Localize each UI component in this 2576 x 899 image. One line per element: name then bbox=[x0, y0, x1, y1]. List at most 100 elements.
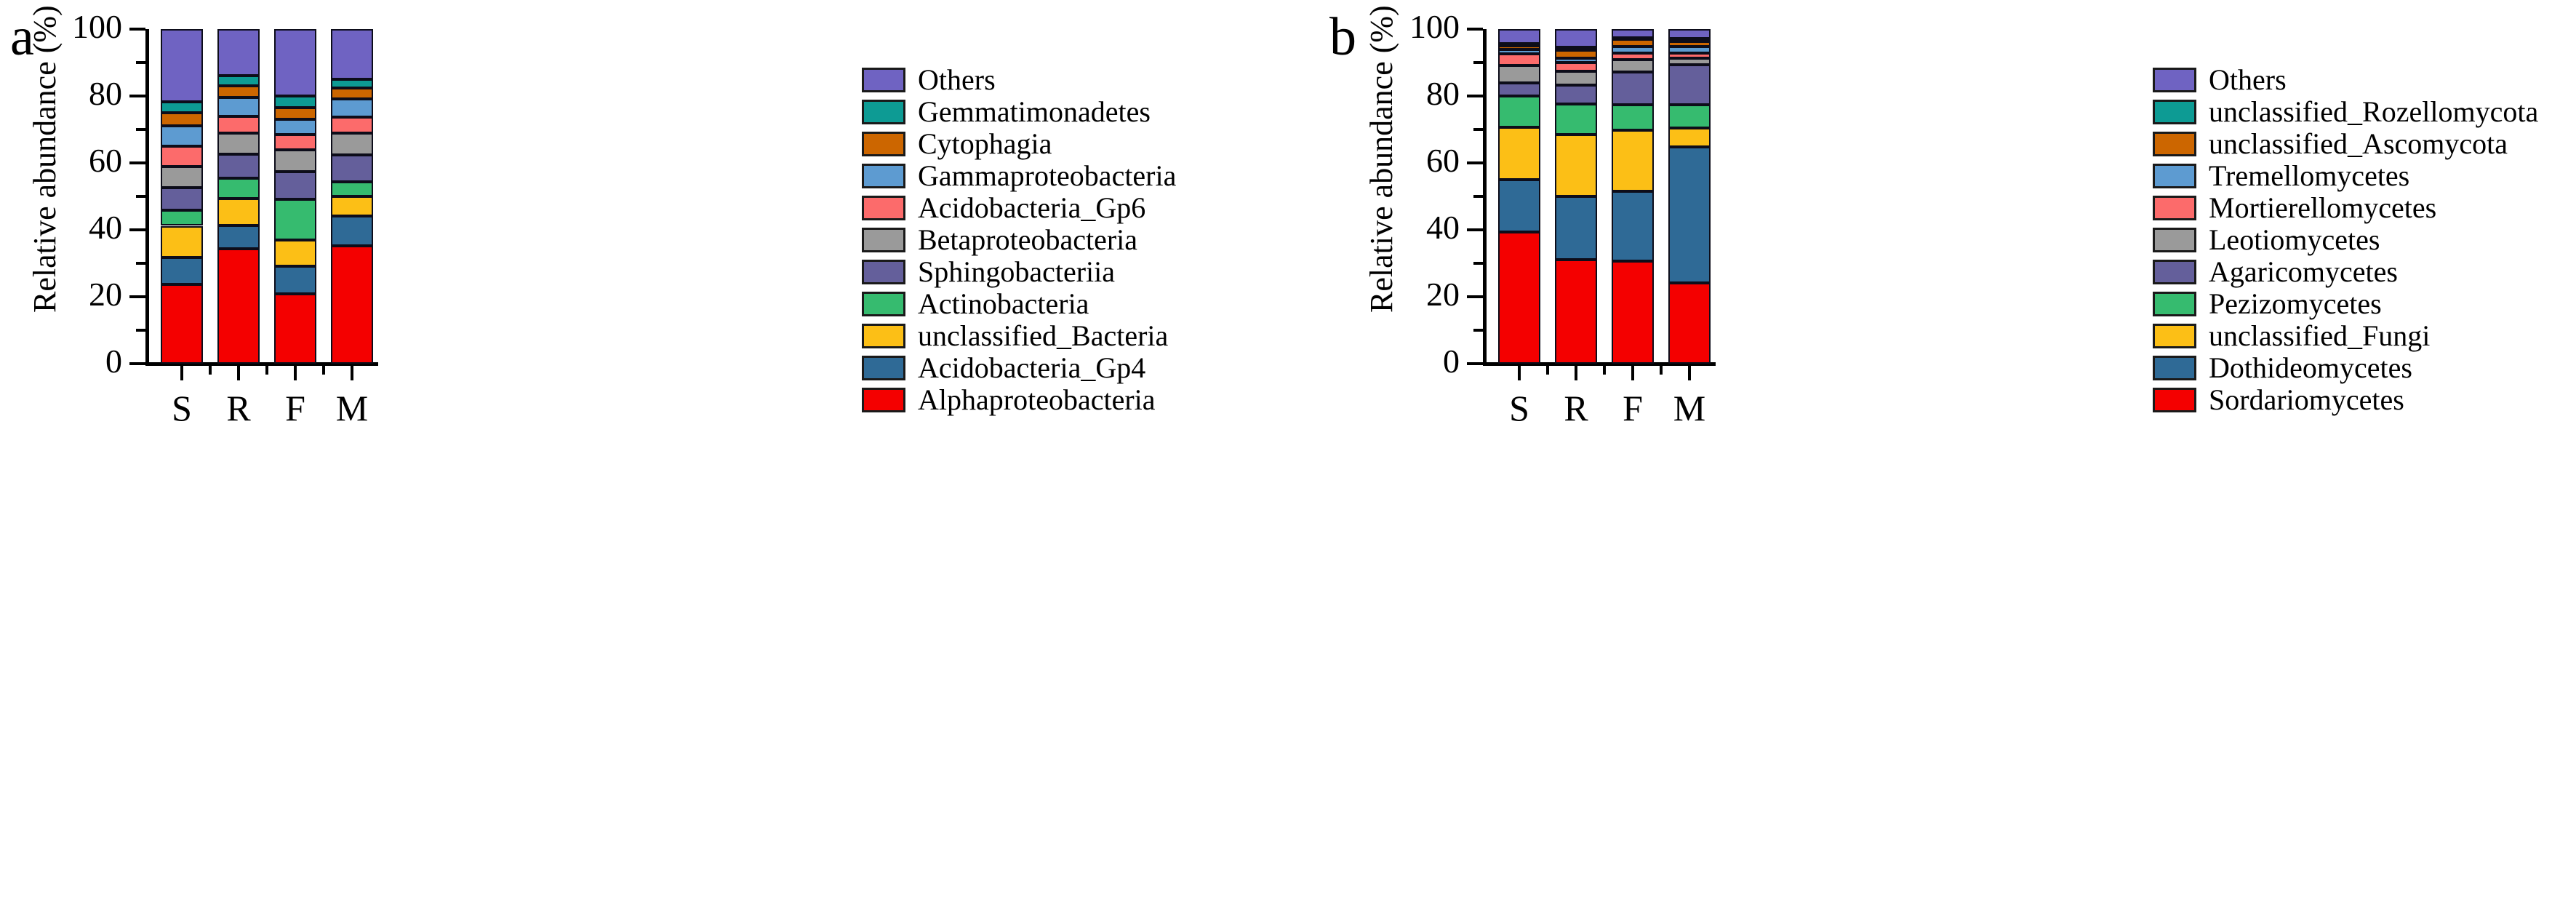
bar-segment[interactable] bbox=[274, 294, 316, 364]
legend-item[interactable]: Agaricomycetes bbox=[2153, 256, 2538, 288]
bar-segment[interactable] bbox=[1498, 82, 1540, 97]
bar-segment[interactable] bbox=[1498, 96, 1540, 127]
bar-segment[interactable] bbox=[161, 284, 203, 364]
bar-segment[interactable] bbox=[161, 146, 203, 167]
bar-segment[interactable] bbox=[217, 29, 260, 76]
bar-segment[interactable] bbox=[274, 240, 316, 267]
bar-segment[interactable] bbox=[217, 133, 260, 155]
legend-item[interactable]: Leotiomycetes bbox=[2153, 224, 2538, 256]
bar-segment[interactable] bbox=[161, 101, 203, 113]
bar-segment[interactable] bbox=[1498, 127, 1540, 180]
bar-segment[interactable] bbox=[1668, 46, 1711, 54]
legend-item[interactable]: unclassified_Fungi bbox=[2153, 320, 2538, 352]
bar-segment[interactable] bbox=[161, 29, 203, 102]
bar-segment[interactable] bbox=[1668, 29, 1711, 39]
legend-item[interactable]: Others bbox=[862, 64, 1176, 96]
bar-segment[interactable] bbox=[217, 154, 260, 179]
bar-segment[interactable] bbox=[217, 116, 260, 134]
legend-item[interactable]: Betaproteobacteria bbox=[862, 224, 1176, 256]
bar-segment[interactable] bbox=[1498, 46, 1540, 50]
bar-segment[interactable] bbox=[217, 178, 260, 199]
stacked-bar[interactable] bbox=[1612, 29, 1654, 364]
bar-segment[interactable] bbox=[1555, 47, 1597, 50]
bar-segment[interactable] bbox=[161, 126, 203, 146]
bar-segment[interactable] bbox=[274, 108, 316, 120]
bar-segment[interactable] bbox=[1555, 196, 1597, 260]
bar-segment[interactable] bbox=[1668, 146, 1711, 283]
bar-segment[interactable] bbox=[1555, 49, 1597, 59]
legend-item[interactable]: unclassified_Ascomycota bbox=[2153, 128, 2538, 160]
bar-segment[interactable] bbox=[1612, 191, 1654, 262]
stacked-bar[interactable] bbox=[1498, 29, 1540, 364]
stacked-bar[interactable] bbox=[274, 29, 316, 364]
legend-item[interactable]: Sphingobacteriia bbox=[862, 256, 1176, 288]
bar-segment[interactable] bbox=[161, 112, 203, 127]
bar-segment[interactable] bbox=[1668, 58, 1711, 65]
bar-segment[interactable] bbox=[1668, 53, 1711, 59]
bar-segment[interactable] bbox=[161, 257, 203, 285]
bar-segment[interactable] bbox=[274, 135, 316, 150]
bar-segment[interactable] bbox=[331, 216, 373, 246]
bar-segment[interactable] bbox=[1555, 71, 1597, 86]
legend-item[interactable]: Mortierellomycetes bbox=[2153, 192, 2538, 224]
bar-segment[interactable] bbox=[1498, 54, 1540, 66]
bar-segment[interactable] bbox=[1612, 71, 1654, 105]
legend-item[interactable]: Pezizomycetes bbox=[2153, 288, 2538, 320]
bar-segment[interactable] bbox=[1555, 58, 1597, 63]
bar-segment[interactable] bbox=[1668, 128, 1711, 147]
bar-segment[interactable] bbox=[274, 266, 316, 295]
bar-segment[interactable] bbox=[1612, 29, 1654, 38]
bar-segment[interactable] bbox=[161, 210, 203, 226]
bar-segment[interactable] bbox=[1612, 130, 1654, 191]
bar-segment[interactable] bbox=[274, 119, 316, 135]
stacked-bar[interactable] bbox=[331, 29, 373, 364]
bar-segment[interactable] bbox=[274, 199, 316, 241]
legend-item[interactable]: Sordariomycetes bbox=[2153, 384, 2538, 416]
bar-segment[interactable] bbox=[331, 98, 373, 117]
bar-segment[interactable] bbox=[217, 97, 260, 116]
legend-item[interactable]: Gammaproteobacteria bbox=[862, 160, 1176, 192]
bar-segment[interactable] bbox=[1555, 29, 1597, 47]
bar-segment[interactable] bbox=[1555, 63, 1597, 71]
bar-segment[interactable] bbox=[161, 225, 203, 257]
bar-segment[interactable] bbox=[331, 87, 373, 99]
bar-segment[interactable] bbox=[1612, 261, 1654, 364]
bar-segment[interactable] bbox=[1612, 46, 1654, 53]
bar-segment[interactable] bbox=[217, 198, 260, 225]
bar-segment[interactable] bbox=[217, 225, 260, 249]
bar-segment[interactable] bbox=[1668, 38, 1711, 41]
bar-segment[interactable] bbox=[1555, 260, 1597, 364]
bar-segment[interactable] bbox=[331, 196, 373, 217]
legend-item[interactable]: Cytophagia bbox=[862, 128, 1176, 160]
legend-item[interactable]: unclassified_Rozellomycota bbox=[2153, 96, 2538, 128]
bar-segment[interactable] bbox=[331, 154, 373, 182]
bar-segment[interactable] bbox=[1612, 39, 1654, 47]
bar-segment[interactable] bbox=[1555, 85, 1597, 104]
stacked-bar[interactable] bbox=[161, 29, 203, 364]
bar-segment[interactable] bbox=[331, 79, 373, 88]
bar-segment[interactable] bbox=[217, 86, 260, 97]
bar-segment[interactable] bbox=[217, 249, 260, 364]
bar-segment[interactable] bbox=[1612, 52, 1654, 60]
legend-item[interactable]: Others bbox=[2153, 64, 2538, 96]
bar-segment[interactable] bbox=[1498, 180, 1540, 233]
bar-segment[interactable] bbox=[1612, 60, 1654, 72]
bar-segment[interactable] bbox=[331, 132, 373, 155]
legend-item[interactable]: Acidobacteria_Gp4 bbox=[862, 352, 1176, 384]
bar-segment[interactable] bbox=[1498, 49, 1540, 55]
legend-item[interactable]: Tremellomycetes bbox=[2153, 160, 2538, 192]
bar-segment[interactable] bbox=[274, 95, 316, 108]
bar-segment[interactable] bbox=[1498, 29, 1540, 44]
bar-segment[interactable] bbox=[274, 149, 316, 172]
bar-segment[interactable] bbox=[1498, 65, 1540, 83]
legend-item[interactable]: Actinobacteria bbox=[862, 288, 1176, 320]
stacked-bar[interactable] bbox=[1555, 29, 1597, 364]
bar-segment[interactable] bbox=[331, 116, 373, 133]
bar-segment[interactable] bbox=[1668, 105, 1711, 129]
bar-segment[interactable] bbox=[331, 245, 373, 364]
bar-segment[interactable] bbox=[274, 29, 316, 96]
legend-item[interactable]: unclassified_Bacteria bbox=[862, 320, 1176, 352]
stacked-bar[interactable] bbox=[217, 29, 260, 364]
bar-segment[interactable] bbox=[1498, 232, 1540, 364]
bar-segment[interactable] bbox=[274, 171, 316, 199]
